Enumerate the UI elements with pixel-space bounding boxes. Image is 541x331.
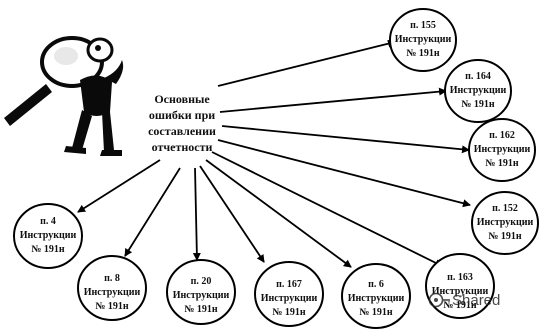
bubble-p164: п. 164 Инструкции № 191н bbox=[444, 59, 512, 123]
arrow-to-p155 bbox=[217, 39, 396, 87]
center-line-1: Основные bbox=[154, 92, 210, 106]
bubble-p167-item: п. 167 bbox=[276, 279, 302, 290]
bubble-p152-item: п. 152 bbox=[492, 203, 518, 214]
bubble-p8-number: № 191н bbox=[95, 301, 129, 312]
bubble-p164-number: № 191н bbox=[461, 99, 495, 110]
bubble-p20-doc: Инструкции bbox=[173, 290, 230, 301]
bubble-p163-item: п. 163 bbox=[447, 272, 473, 283]
bubble-p20-item: п. 20 bbox=[191, 276, 212, 287]
arrow-to-p163 bbox=[211, 151, 443, 267]
bubble-p8-doc: Инструкции bbox=[84, 287, 141, 298]
bubble-p155-doc: Инструкции bbox=[395, 34, 452, 45]
bubble-p6-number: № 191н bbox=[359, 307, 393, 318]
bubble-p167: п. 167 Инструкции № 191н bbox=[254, 261, 324, 327]
bubble-p6: п. 6 Инструкции № 191н bbox=[341, 263, 411, 329]
arrow-to-p6 bbox=[205, 159, 352, 268]
center-line-3: составлении bbox=[148, 124, 216, 138]
bubble-p20-number: № 191н bbox=[184, 304, 218, 315]
bubble-p8: п. 8 Инструкции № 191н bbox=[77, 255, 147, 321]
bubble-p6-doc: Инструкции bbox=[348, 293, 405, 304]
bubble-p4-doc: Инструкции bbox=[20, 230, 77, 241]
bubble-p4-item: п. 4 bbox=[40, 216, 56, 227]
center-line-2: ошибки при bbox=[149, 108, 215, 122]
bubble-p155-item: п. 155 bbox=[410, 20, 436, 31]
arrow-to-p152 bbox=[217, 139, 471, 208]
bubble-p4: п. 4 Инструкции № 191н bbox=[13, 203, 83, 269]
bubble-p8-item: п. 8 bbox=[104, 273, 120, 284]
bubble-p152: п. 152 Инструкции № 191н bbox=[471, 191, 539, 255]
arrow-to-p167 bbox=[199, 165, 265, 263]
bubble-p152-number: № 191н bbox=[488, 231, 522, 242]
bubble-p162-item: п. 162 bbox=[489, 130, 515, 141]
bubble-p167-doc: Инструкции bbox=[261, 293, 318, 304]
bubble-p162-number: № 191н bbox=[485, 158, 519, 169]
bubble-p163-doc: Инструкции bbox=[432, 286, 489, 297]
shared-watermark: Shared bbox=[428, 292, 500, 309]
arrow-to-p8 bbox=[124, 167, 181, 257]
bubble-p164-item: п. 164 bbox=[465, 71, 491, 82]
bubble-p162: п. 162 Инструкции № 191н bbox=[468, 118, 536, 182]
bubble-p163-number: № 191н bbox=[443, 300, 477, 311]
bubble-p164-doc: Инструкции bbox=[450, 85, 507, 96]
center-line-4: отчетности bbox=[152, 140, 213, 154]
magnifier-person-icon bbox=[4, 36, 124, 156]
arrow-to-p164 bbox=[219, 87, 447, 113]
bubble-p6-item: п. 6 bbox=[368, 279, 384, 290]
center-label: Основные ошибки при составлении отчетнос… bbox=[148, 92, 216, 154]
bubble-p155-number: № 191н bbox=[406, 48, 440, 59]
arrow-to-p162 bbox=[221, 125, 470, 154]
watermark-text: Shared bbox=[452, 292, 500, 309]
bubble-p152-doc: Инструкции bbox=[477, 217, 534, 228]
bubble-p167-number: № 191н bbox=[272, 307, 306, 318]
bubble-p155: п. 155 Инструкции № 191н bbox=[389, 8, 457, 72]
arrow-to-p20 bbox=[192, 167, 201, 261]
bubble-p20: п. 20 Инструкции № 191н bbox=[166, 259, 236, 325]
share-icon bbox=[428, 292, 450, 308]
connector-arrows bbox=[77, 39, 471, 268]
bubble-p4-number: № 191н bbox=[31, 244, 65, 255]
arrow-to-p4 bbox=[77, 159, 161, 213]
bubble-p162-doc: Инструкции bbox=[474, 144, 531, 155]
